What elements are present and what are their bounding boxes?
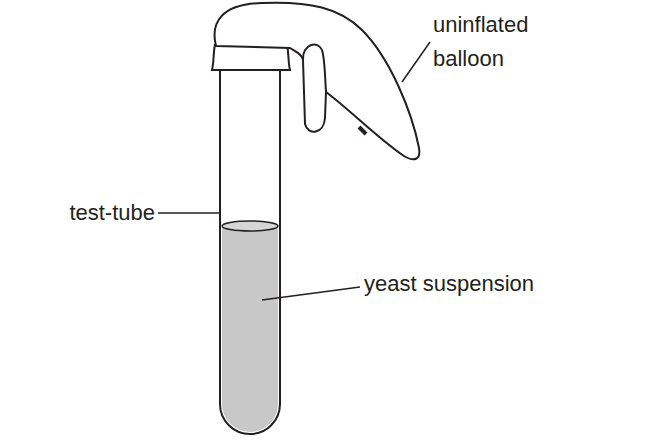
leader-line	[402, 42, 430, 82]
tick-mark	[359, 127, 366, 134]
balloon-body	[215, 3, 420, 160]
balloon-fold	[303, 45, 326, 92]
yeast-liquid	[222, 226, 278, 432]
leader-line	[262, 287, 360, 300]
test-tube-outline	[220, 66, 280, 434]
leader-line	[158, 212, 219, 214]
liquid-surface	[222, 221, 278, 231]
part-label: uninflated balloon	[433, 8, 551, 76]
part-label: test-tube	[69, 196, 155, 230]
part-label: yeast suspension	[364, 267, 534, 301]
